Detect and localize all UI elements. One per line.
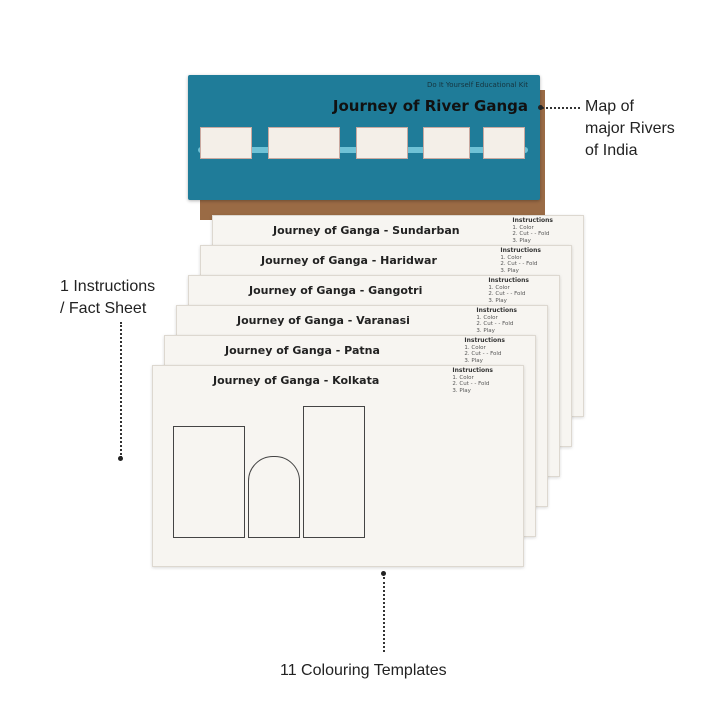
templates-pointer-line <box>383 577 385 652</box>
instruction-step: 1. Color <box>464 344 486 351</box>
instructions-heading: Instructions <box>452 367 493 374</box>
card-title: Journey of Ganga - Varanasi <box>237 314 410 327</box>
map-pointer-line <box>542 107 580 109</box>
landmark-illustration <box>423 127 470 159</box>
instruction-step: 2. Cut - - Fold <box>464 351 502 357</box>
landmark-illustration <box>356 127 408 159</box>
annotation-line: Map of <box>585 98 634 115</box>
instruction-step: 3. Play <box>464 357 483 364</box>
instructions-heading: Instructions <box>488 277 529 284</box>
fact-sheet-pointer-line <box>120 322 122 458</box>
instruction-step: 2. Cut - - Fold <box>488 291 526 297</box>
card-title: Journey of Ganga - Haridwar <box>261 254 437 267</box>
landmark-illustration <box>200 127 252 159</box>
building-drawing <box>303 406 365 538</box>
instruction-step: 3. Play <box>488 297 507 304</box>
instructions-heading: Instructions <box>500 247 541 254</box>
card-title: Journey of Ganga - Kolkata <box>213 374 380 387</box>
instruction-step: 1. Color <box>452 374 474 381</box>
instruction-step: 3. Play <box>500 267 519 274</box>
instructions-heading: Instructions <box>464 337 505 344</box>
dome-drawing <box>248 456 300 538</box>
instruction-step: 1. Color <box>488 284 510 291</box>
instruction-step: 1. Color <box>476 314 498 321</box>
instruction-step: 1. Color <box>500 254 522 261</box>
instruction-step: 3. Play <box>476 327 495 334</box>
card-title: Journey of Ganga - Sundarban <box>273 224 460 237</box>
landmark-illustration <box>268 127 340 159</box>
map-pointer-dot <box>538 105 543 110</box>
instruction-step: 2. Cut - - Fold <box>500 261 538 267</box>
templates-pointer-dot <box>381 571 386 576</box>
instruction-step: 3. Play <box>452 387 471 394</box>
annotation-line: of India <box>585 142 638 159</box>
card-title: Journey of Ganga - Patna <box>225 344 380 357</box>
fact-sheet-pointer-dot <box>118 456 123 461</box>
instructions-heading: Instructions <box>512 217 553 224</box>
fact-sheet-annotation: 1 Instructions / Fact Sheet <box>60 276 155 320</box>
instruction-step: 3. Play <box>512 237 531 244</box>
annotation-line: 1 Instructions <box>60 278 156 295</box>
templates-annotation: 11 Colouring Templates <box>280 662 447 679</box>
instruction-step: 2. Cut - - Fold <box>476 321 514 327</box>
kit-cover: Do It Yourself Educational Kit Journey o… <box>188 75 540 200</box>
instructions-heading: Instructions <box>476 307 517 314</box>
map-annotation: Map of major Rivers of India <box>585 96 675 162</box>
card-title: Journey of Ganga - Gangotri <box>249 284 423 297</box>
building-drawing <box>173 426 245 538</box>
kit-subtitle: Do It Yourself Educational Kit <box>426 81 528 89</box>
kit-title: Journey of River Ganga <box>332 97 528 115</box>
annotation-line: / Fact Sheet <box>60 300 147 317</box>
annotation-line: major Rivers <box>585 120 675 137</box>
instruction-step: 2. Cut - - Fold <box>512 231 550 237</box>
instruction-step: 1. Color <box>512 224 534 231</box>
landmark-illustration <box>483 127 525 159</box>
instruction-step: 2. Cut - - Fold <box>452 381 490 387</box>
